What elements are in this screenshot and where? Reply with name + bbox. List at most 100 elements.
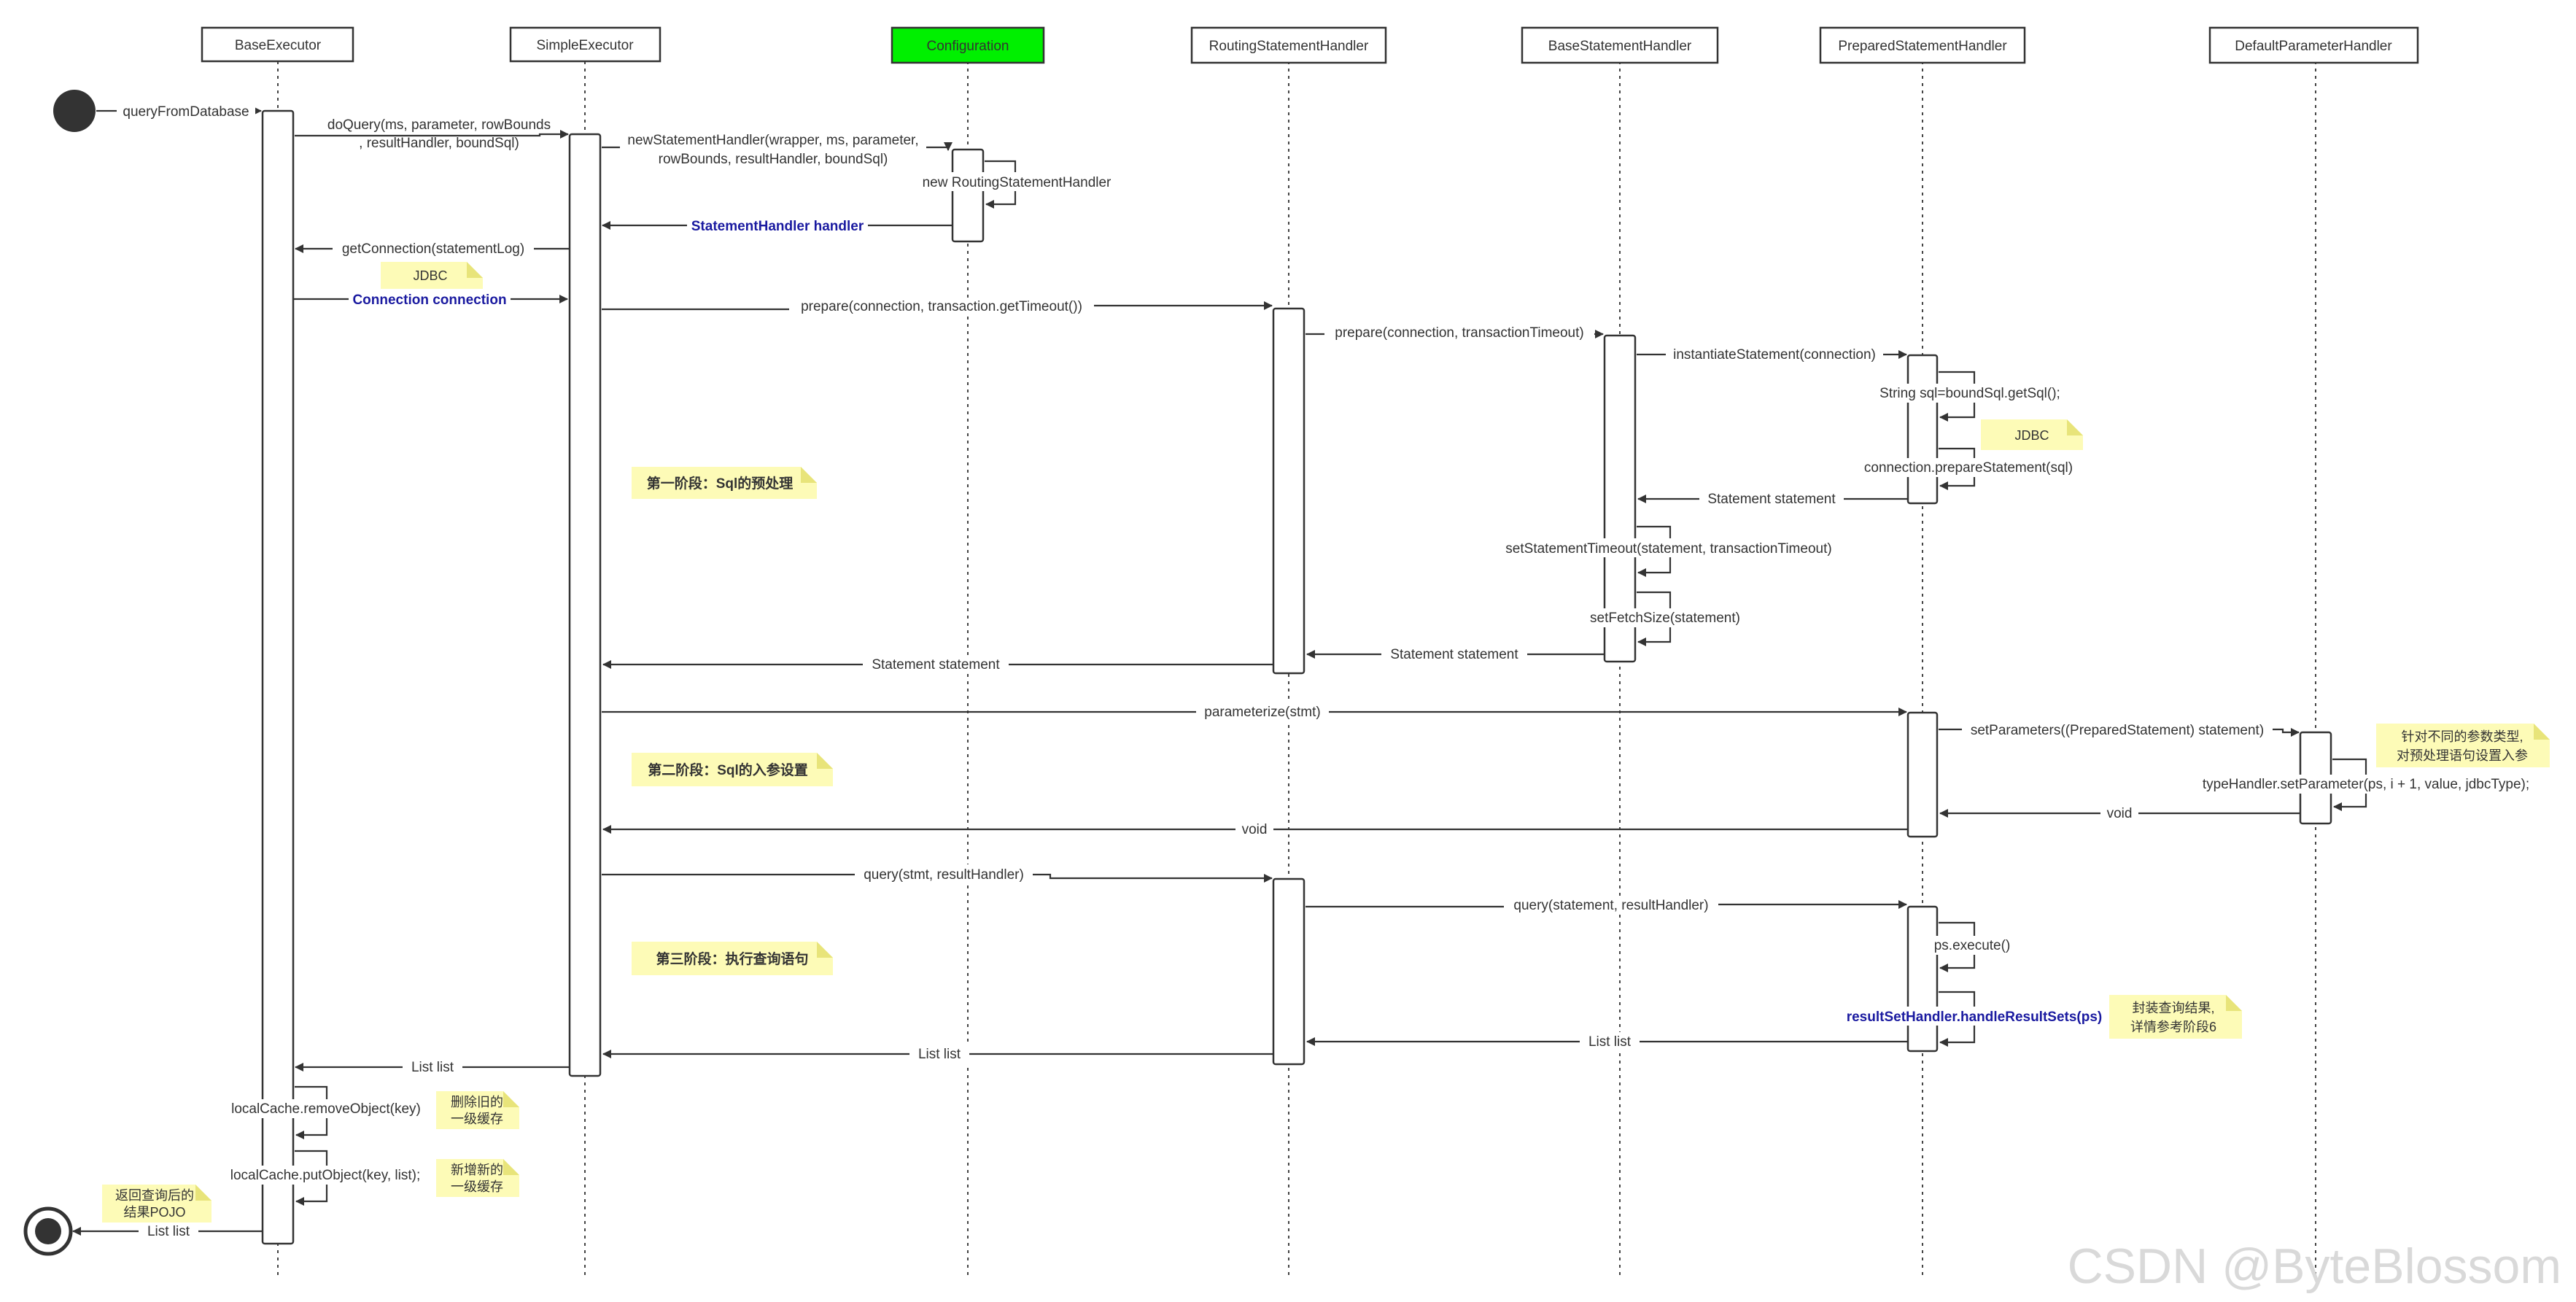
message-set-statement-timeout[interactable]: setStatementTimeout(statement, transacti… bbox=[1488, 525, 1850, 577]
note-text: 封装查询结果, bbox=[2132, 1001, 2214, 1015]
message-return-connection[interactable]: Connection connection bbox=[293, 290, 568, 309]
participant-configuration[interactable]: Configuration bbox=[891, 26, 1045, 64]
message-local-cache-remove[interactable]: localCache.removeObject(key) bbox=[223, 1085, 429, 1139]
participant-simple-executor[interactable]: SimpleExecutor bbox=[509, 26, 662, 63]
message-label: List list bbox=[1588, 1034, 1632, 1050]
activation-routing-prepare[interactable] bbox=[1272, 307, 1306, 675]
participant-prepared-statement-handler[interactable]: PreparedStatementHandler bbox=[1819, 26, 2026, 64]
message-query-prepared[interactable]: query(statement, resultHandler) bbox=[1306, 896, 1907, 915]
activation-configuration[interactable] bbox=[951, 148, 985, 243]
message-label: query(statement, resultHandler) bbox=[1513, 898, 1708, 913]
note-text: 新增新的 bbox=[451, 1163, 503, 1177]
participant-default-parameter-handler[interactable]: DefaultParameterHandler bbox=[2208, 26, 2419, 64]
note-text-line2: 结果POJO bbox=[123, 1205, 185, 1220]
note-phase-3: 第三阶段：执行查询语句 bbox=[632, 942, 833, 975]
message-return-list-2[interactable]: List list bbox=[602, 1045, 1273, 1063]
message-label: parameterize(stmt) bbox=[1204, 705, 1320, 720]
message-return-statement-2[interactable]: Statement statement bbox=[1306, 645, 1605, 664]
message-label: void bbox=[2107, 806, 2133, 821]
start-node bbox=[53, 90, 96, 132]
note-return-pojo: 返回查询后的 结果POJO bbox=[102, 1185, 212, 1222]
activation-prepared-query[interactable] bbox=[1906, 905, 1939, 1053]
message-ps-execute[interactable]: ps.execute() bbox=[1928, 921, 2016, 972]
activation-routing-query[interactable] bbox=[1272, 877, 1306, 1066]
activations bbox=[261, 109, 2332, 1245]
message-label: Statement statement bbox=[872, 657, 1000, 673]
message-label: resultSetHandler.handleResultSets(ps) bbox=[1847, 1010, 2103, 1025]
message-get-connection[interactable]: getConnection(statementLog) bbox=[295, 239, 570, 258]
message-prepare[interactable]: prepare(connection, transaction.getTimeo… bbox=[602, 298, 1273, 315]
note-phase-1: 第一阶段：Sql的预处理 bbox=[632, 467, 817, 499]
message-label: setStatementTimeout(statement, transacti… bbox=[1505, 541, 1831, 557]
note-text-line2: 对预处理语句设置入参 bbox=[2397, 748, 2528, 763]
note-text-line2: 详情参考阶段6 bbox=[2130, 1020, 2216, 1034]
note-parameter-types: 针对不同的参数类型, 对预处理语句设置入参 bbox=[2376, 724, 2550, 767]
message-parameterize[interactable]: parameterize(stmt) bbox=[602, 702, 1907, 721]
note-text: 第一阶段：Sql的预处理 bbox=[647, 475, 794, 492]
message-label: instantiateStatement(connection) bbox=[1673, 347, 1876, 363]
message-return-void-2[interactable]: void bbox=[602, 820, 1908, 839]
message-label: String sql=boundSql.getSql(); bbox=[1879, 386, 2060, 401]
message-label: localCache.removeObject(key) bbox=[231, 1101, 421, 1117]
message-local-cache-put[interactable]: localCache.putObject(key, list); bbox=[219, 1150, 432, 1206]
note-text-line2: 一级缓存 bbox=[451, 1179, 503, 1194]
message-return-list-3[interactable]: List list bbox=[295, 1058, 570, 1077]
message-do-query[interactable]: doQuery(ms, parameter, rowBounds , resul… bbox=[295, 117, 569, 151]
message-return-void-1[interactable]: void bbox=[1939, 804, 2300, 823]
message-instantiate-statement[interactable]: instantiateStatement(connection) bbox=[1637, 344, 1907, 363]
participant-base-executor[interactable]: BaseExecutor bbox=[201, 26, 354, 63]
note-result-wrap: 封装查询结果, 详情参考阶段6 bbox=[2109, 995, 2242, 1039]
message-handle-result-sets[interactable]: resultSetHandler.handleResultSets(ps) bbox=[1842, 991, 2106, 1047]
message-set-parameters[interactable]: setParameters((PreparedStatement) statem… bbox=[1939, 721, 2300, 740]
message-label: typeHandler.setParameter(ps, i + 1, valu… bbox=[2203, 777, 2529, 792]
note-text: 第二阶段：Sql的入参设置 bbox=[648, 762, 808, 778]
participant-routing-statement-handler[interactable]: RoutingStatementHandler bbox=[1190, 26, 1387, 64]
message-new-routing-statement-handler[interactable]: new RoutingStatementHandler bbox=[916, 160, 1117, 209]
message-label: ps.execute() bbox=[1934, 938, 2011, 953]
activation-simple-executor[interactable] bbox=[568, 133, 602, 1077]
message-set-fetch-size[interactable]: setFetchSize(statement) bbox=[1584, 591, 1746, 646]
message-label: localCache.putObject(key, list); bbox=[230, 1168, 420, 1183]
note-text: 删除旧的 bbox=[451, 1095, 503, 1109]
message-return-list-1[interactable]: List list bbox=[1306, 1032, 1908, 1051]
message-label: Statement statement bbox=[1707, 492, 1836, 507]
message-prepare-statement[interactable]: connection.prepareStatement(sql) bbox=[1857, 447, 2080, 490]
note-phase-2: 第二阶段：Sql的入参设置 bbox=[632, 753, 833, 786]
activation-prepared-instantiate[interactable] bbox=[1906, 354, 1939, 505]
message-prepare-base[interactable]: prepare(connection, transactionTimeout) bbox=[1306, 323, 1604, 342]
message-new-statement-handler[interactable]: newStatementHandler(wrapper, ms, paramet… bbox=[602, 131, 953, 167]
message-return-list-final[interactable]: List list bbox=[72, 1222, 263, 1241]
message-return-statement-3[interactable]: Statement statement bbox=[602, 655, 1273, 674]
message-label: queryFromDatabase bbox=[123, 104, 249, 120]
message-query-from-database[interactable]: queryFromDatabase bbox=[96, 101, 262, 120]
message-query[interactable]: query(stmt, resultHandler) bbox=[602, 864, 1273, 883]
participant-name: Configuration bbox=[926, 39, 1009, 54]
message-label: connection.prepareStatement(sql) bbox=[1864, 460, 2073, 476]
message-label: StatementHandler handler bbox=[691, 219, 864, 234]
participant-name: RoutingStatementHandler bbox=[1209, 39, 1369, 54]
participant-name: DefaultParameterHandler bbox=[2235, 39, 2392, 54]
activation-base-executor[interactable] bbox=[261, 109, 295, 1245]
note-text-line2: 一级缓存 bbox=[451, 1112, 503, 1126]
activation-prepared-parameterize[interactable] bbox=[1906, 711, 1939, 838]
message-label: List list bbox=[918, 1047, 961, 1062]
message-return-statement-1[interactable]: Statement statement bbox=[1637, 489, 1908, 508]
message-get-sql[interactable]: String sql=boundSql.getSql(); bbox=[1871, 371, 2069, 422]
message-label: setFetchSize(statement) bbox=[1590, 611, 1740, 626]
participant-name: BaseExecutor bbox=[235, 38, 322, 53]
end-node bbox=[23, 1206, 73, 1256]
note-text: 返回查询后的 bbox=[115, 1188, 194, 1203]
message-type-handler-set-parameter[interactable]: typeHandler.setParameter(ps, i + 1, valu… bbox=[2185, 758, 2547, 811]
activation-base-statement-handler[interactable] bbox=[1603, 334, 1637, 663]
message-return-statement-handler[interactable]: StatementHandler handler bbox=[602, 216, 953, 235]
participant-base-statement-handler[interactable]: BaseStatementHandler bbox=[1521, 26, 1719, 64]
watermark: CSDN @ByteBlossom bbox=[2067, 1239, 2561, 1294]
message-label: prepare(connection, transaction.getTimeo… bbox=[801, 299, 1082, 314]
message-label: Statement statement bbox=[1390, 647, 1518, 662]
message-label: new RoutingStatementHandler bbox=[923, 175, 1112, 190]
message-label: newStatementHandler(wrapper, ms, paramet… bbox=[627, 133, 918, 148]
note-text: 针对不同的参数类型, bbox=[2401, 729, 2523, 744]
note-jdbc-connection: JDBC bbox=[381, 262, 483, 289]
message-label-line2: , resultHandler, boundSql) bbox=[359, 136, 519, 151]
